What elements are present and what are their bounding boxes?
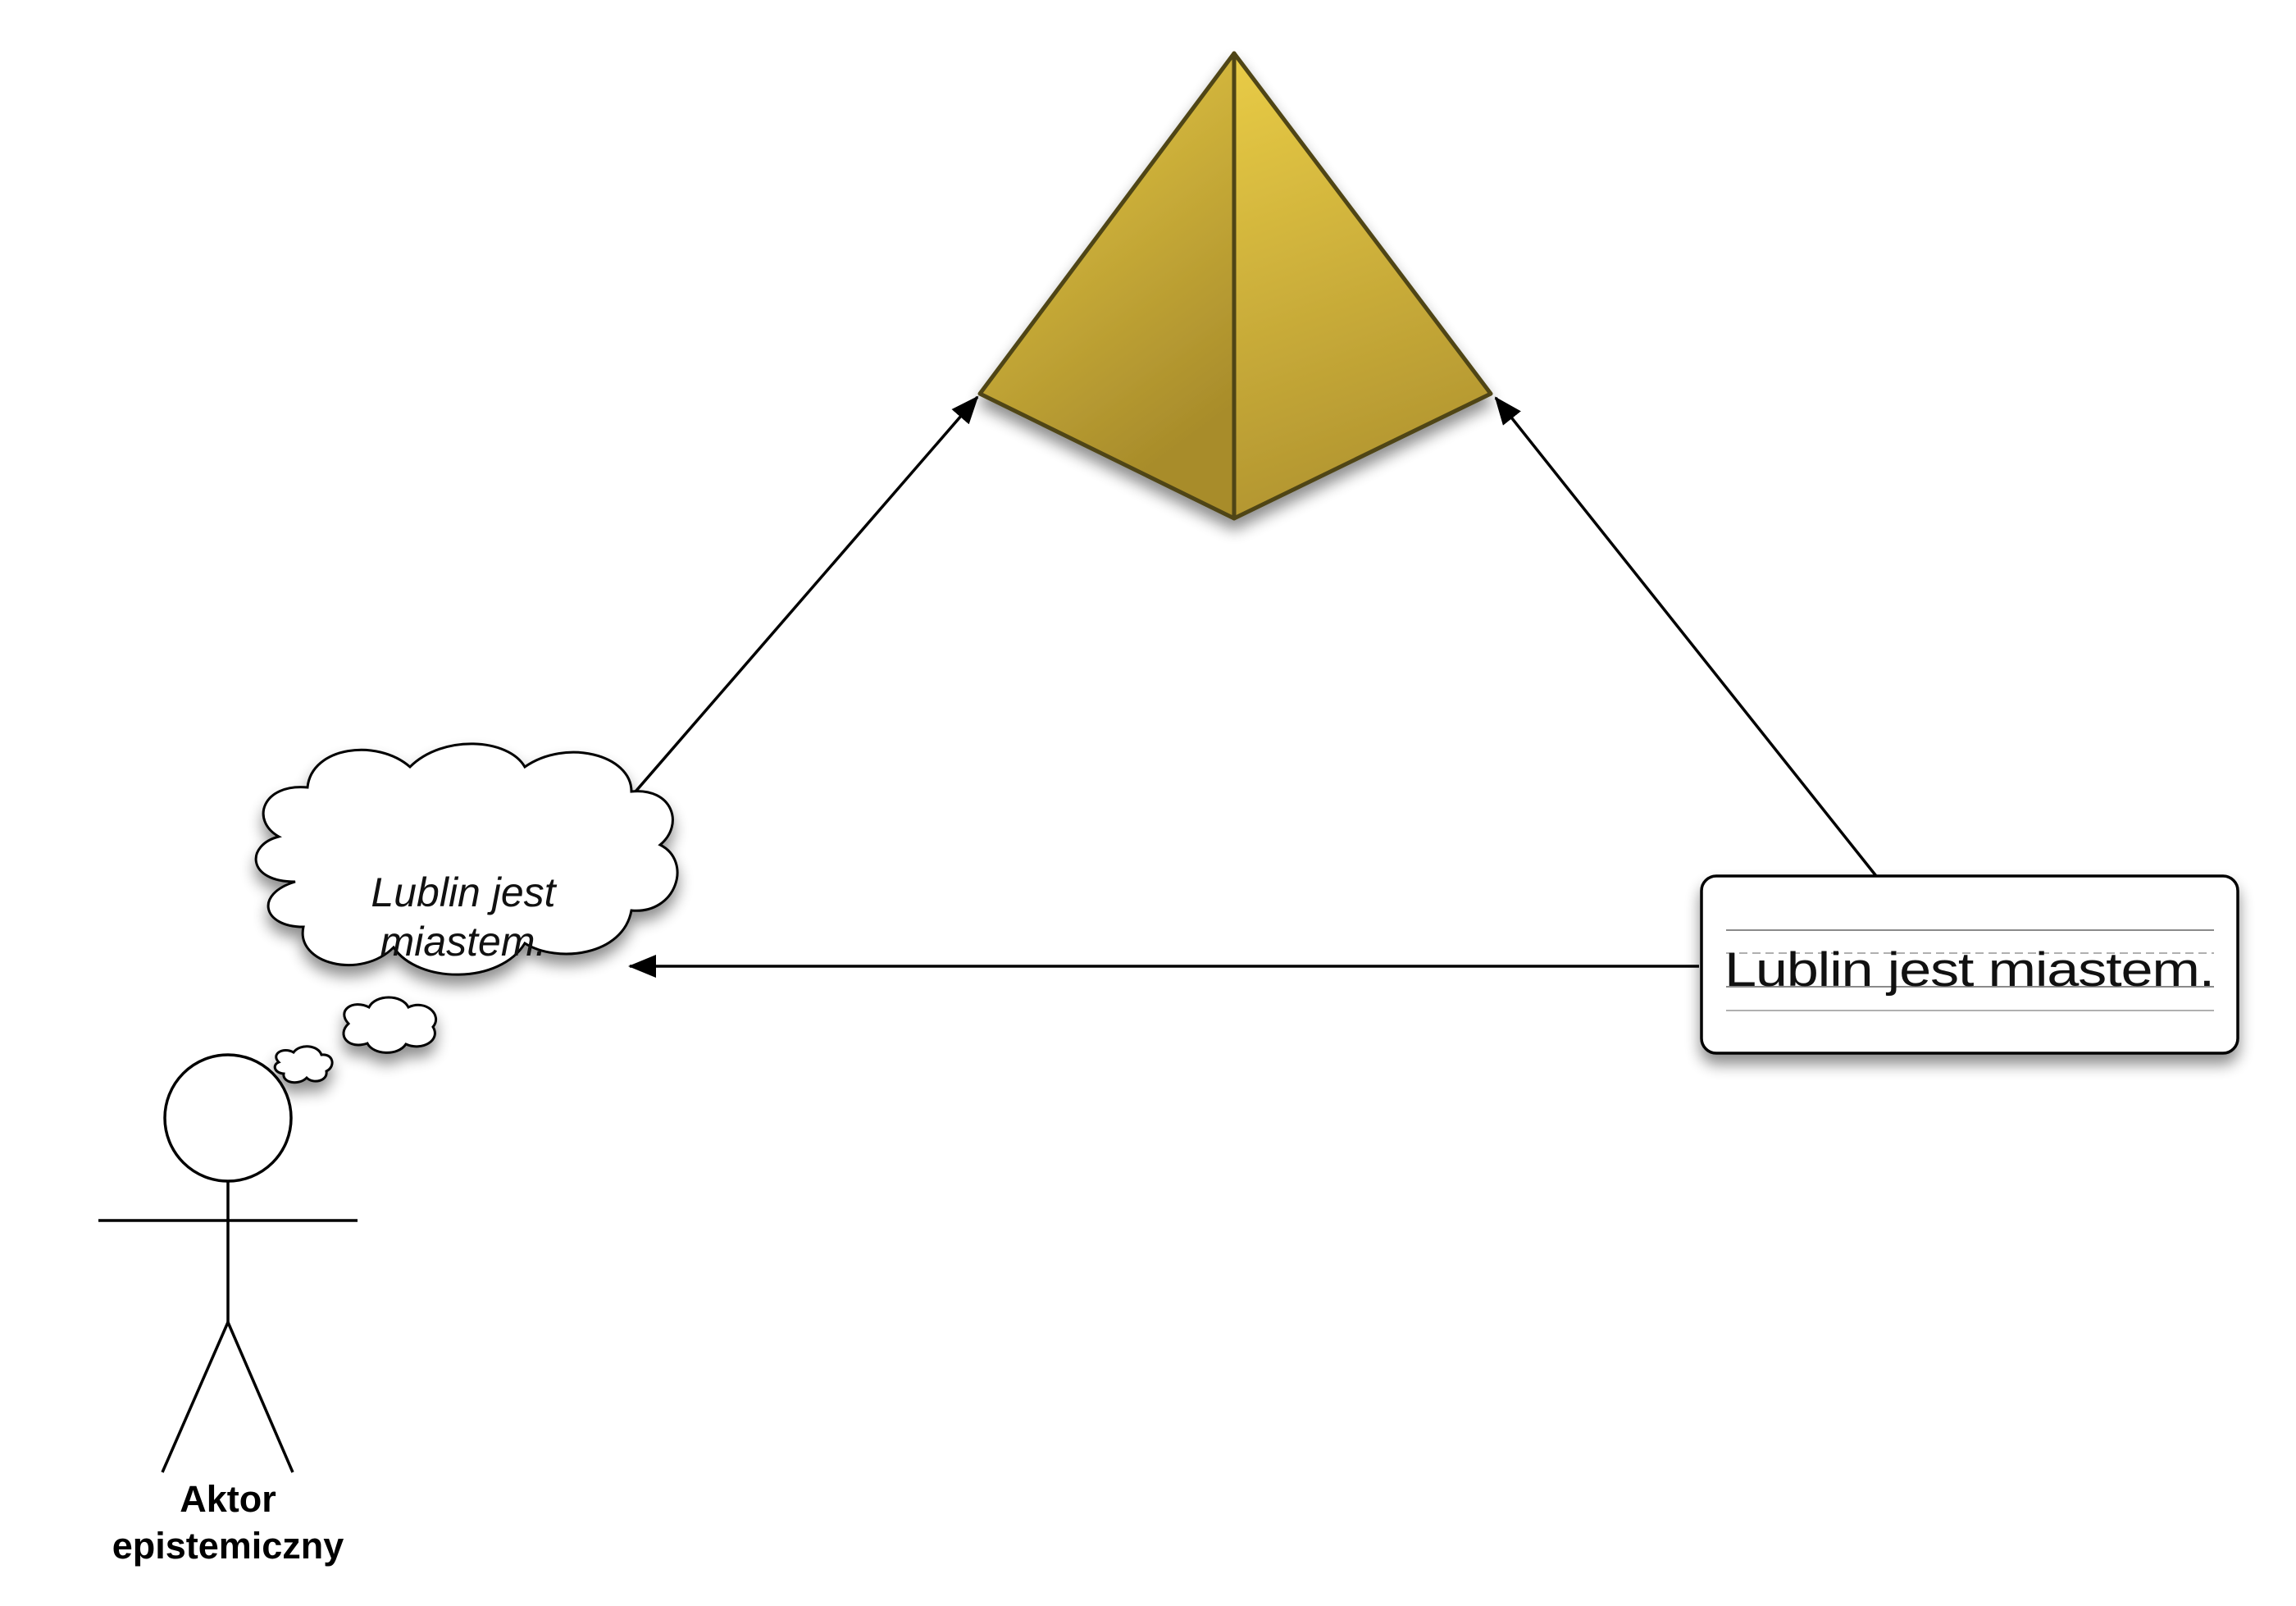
arrow-thought-to-referent [581, 395, 979, 855]
actor-label-line2: epistemiczny [112, 1525, 344, 1567]
thought-text-line2: miastem. [380, 919, 547, 965]
thought-cloud-icon: Lublin jest miastem. [254, 742, 679, 1084]
actor-label-line1: Aktor [180, 1478, 276, 1520]
arrow-sentence-to-referent [1494, 396, 1878, 878]
handwriting-guidelines [1726, 929, 2214, 1011]
stick-figure-icon [98, 1053, 358, 1473]
written-sentence: Lublin jest miastem. [1724, 943, 2214, 997]
pyramid-icon [977, 51, 1493, 521]
handwriting-card-icon: Lublin jest miastem. [1700, 874, 2239, 1055]
actor-head [163, 1053, 293, 1183]
thought-text-line1: Lublin jest [371, 869, 557, 915]
arrows [581, 395, 1878, 978]
